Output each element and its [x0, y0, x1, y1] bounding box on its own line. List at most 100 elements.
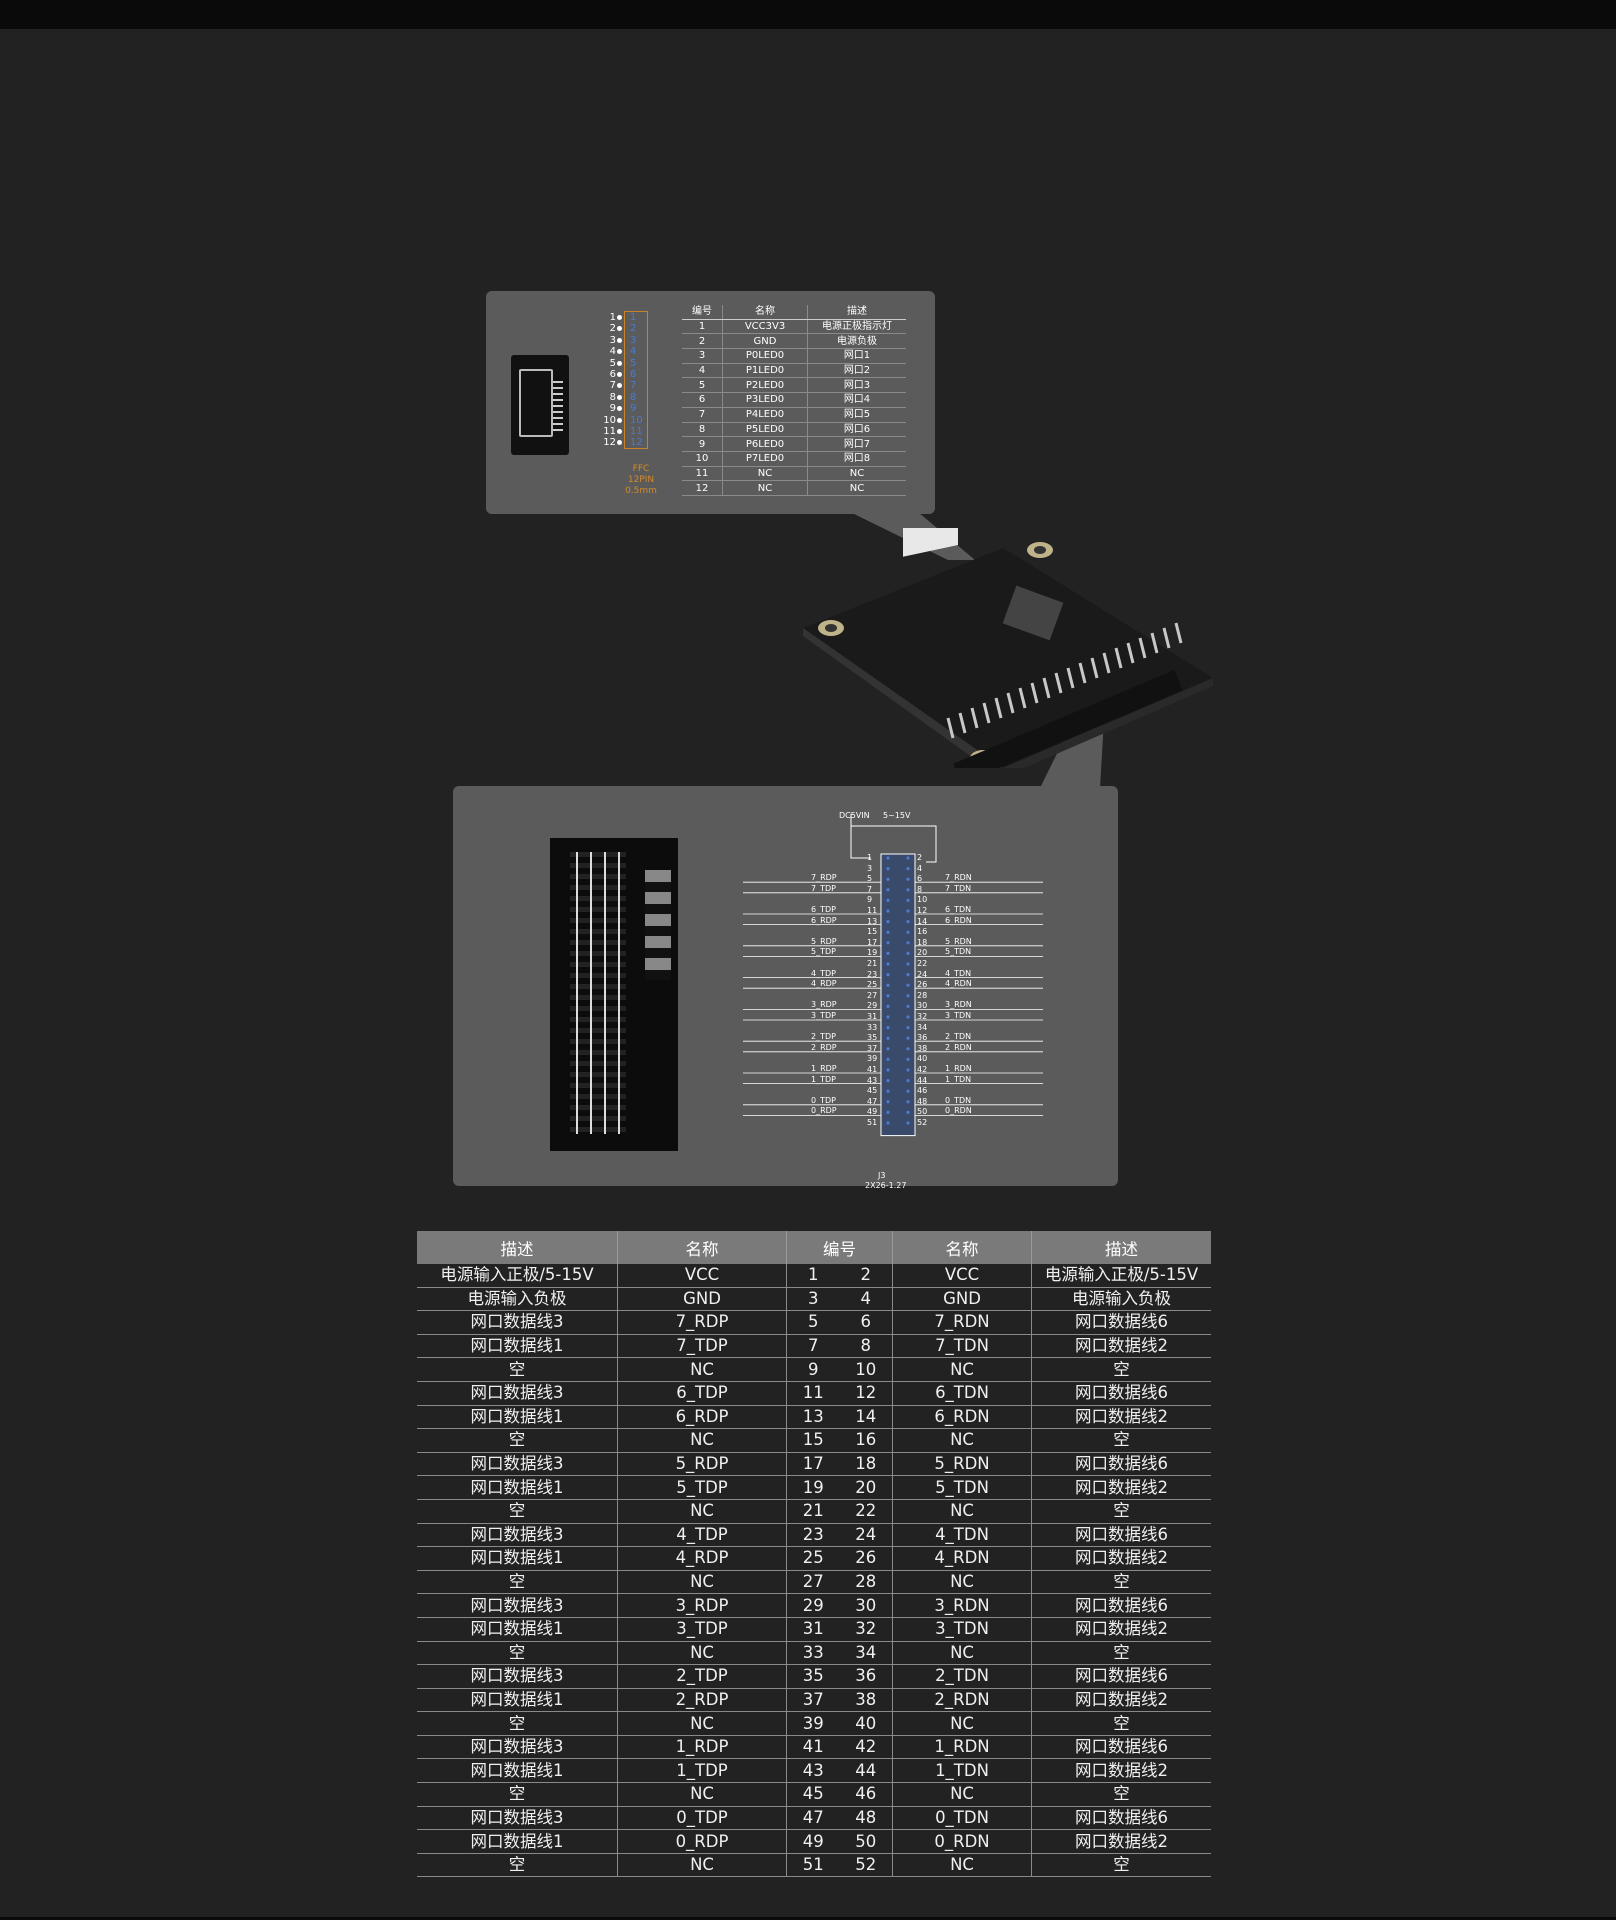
connector-pin — [906, 1068, 910, 1072]
ffc-pin-number-blue: 6 — [630, 369, 637, 380]
cell-pin-odd: 29 — [786, 1593, 840, 1618]
cell-desc-left: 空 — [417, 1570, 618, 1595]
cell-name-right: 5_RDN — [892, 1452, 1032, 1477]
cell-desc-left: 电源输入正极/5-15V — [417, 1264, 618, 1288]
even-pin-number: 18 — [917, 937, 928, 947]
cell-name-right: NC — [892, 1357, 1032, 1382]
ffc-cell-desc: NC — [807, 480, 906, 496]
cell-pin-even: 20 — [839, 1475, 893, 1500]
signal-label-left: 3_RDP — [811, 1000, 837, 1010]
cell-name-right: 1_RDN — [892, 1735, 1032, 1760]
even-pin-number: 46 — [917, 1086, 928, 1096]
connector-pin — [886, 941, 890, 945]
cell-pin-odd: 33 — [786, 1641, 840, 1666]
cell-pin-odd: 27 — [786, 1570, 840, 1595]
cell-desc-right: 网口数据线6 — [1031, 1310, 1211, 1335]
even-pin-number: 42 — [917, 1065, 928, 1074]
connector-pin — [906, 1089, 910, 1093]
power-label: DC5VIN — [839, 811, 870, 820]
cell-pin-even: 12 — [839, 1381, 893, 1406]
cell-desc-right: 网口数据线6 — [1031, 1452, 1211, 1477]
cell-name-right: 3_TDN — [892, 1617, 1032, 1642]
cell-pin-even: 36 — [839, 1664, 893, 1689]
col-desc-right: 描述 — [1031, 1231, 1211, 1264]
cell-name-left: 7_TDP — [617, 1334, 787, 1359]
ffc-cell-desc: 网口2 — [807, 363, 906, 379]
even-pin-number: 52 — [917, 1118, 928, 1127]
cell-pin-odd: 35 — [786, 1664, 840, 1689]
ffc-cell-desc: 网口1 — [807, 348, 906, 364]
cell-name-right: 7_TDN — [892, 1334, 1032, 1359]
cell-name-left: NC — [617, 1853, 787, 1878]
cell-desc-right: 网口数据线2 — [1031, 1546, 1211, 1571]
cell-name-right: NC — [892, 1641, 1032, 1666]
cell-desc-left: 网口数据线1 — [417, 1475, 618, 1500]
odd-pin-number: 21 — [867, 959, 878, 968]
ffc-cell-name: P1LED0 — [722, 363, 808, 379]
cell-pin-even: 42 — [839, 1735, 893, 1760]
odd-pin-number: 19 — [867, 948, 878, 958]
cell-pin-odd: 43 — [786, 1758, 840, 1784]
odd-pin-number: 45 — [867, 1086, 878, 1096]
ffc-pin-number-blue: 4 — [630, 346, 637, 358]
connector-pin — [906, 920, 910, 924]
pinout-table-header: 描述 名称 编号 名称 描述 — [417, 1231, 1211, 1264]
signal-label-right: 5_RDN — [945, 936, 972, 946]
ffc-outline — [624, 311, 648, 449]
cell-pin-odd: 17 — [786, 1452, 840, 1477]
cell-pin-even: 44 — [839, 1758, 893, 1784]
cell-name-right: 4_RDN — [892, 1546, 1032, 1571]
connector-pin — [906, 951, 910, 955]
connector-ref: J3 — [878, 1171, 886, 1180]
cell-name-right: 5_TDN — [892, 1475, 1032, 1500]
signal-label-right: 4_RDN — [945, 979, 972, 989]
connector-pin — [906, 1026, 910, 1030]
cell-desc-right: 网口数据线2 — [1031, 1688, 1211, 1713]
cell-name-right: 7_RDN — [892, 1310, 1032, 1335]
cell-desc-right: 空 — [1031, 1641, 1211, 1666]
cell-desc-right: 网口数据线2 — [1031, 1758, 1211, 1784]
cell-name-left: VCC — [617, 1264, 787, 1288]
cell-desc-right: 网口数据线2 — [1031, 1475, 1211, 1500]
cell-desc-left: 网口数据线3 — [417, 1523, 618, 1548]
cell-pin-odd: 19 — [786, 1475, 840, 1500]
signal-label-left: 4_TDP — [811, 968, 836, 978]
connector-pin — [906, 1047, 910, 1051]
pcb-board-image — [803, 528, 1213, 768]
cell-pin-odd: 3 — [786, 1287, 840, 1312]
cell-pin-even: 2 — [839, 1264, 893, 1288]
ffc-label-line: FFC — [632, 464, 650, 474]
ffc-pin-number-blue: 5 — [630, 357, 637, 369]
even-pin-number: 8 — [917, 884, 923, 894]
connector-pin — [906, 1015, 910, 1019]
even-pin-number: 30 — [917, 1001, 928, 1011]
cell-name-left: NC — [617, 1499, 787, 1524]
odd-pin-number: 39 — [867, 1054, 878, 1064]
connector-pin — [886, 867, 890, 871]
cell-pin-odd: 21 — [786, 1499, 840, 1524]
cell-name-right: 0_RDN — [892, 1829, 1032, 1854]
signal-label-left: 7_RDP — [811, 873, 837, 883]
connector-pin — [906, 856, 910, 860]
ffc-cell-desc: 网口3 — [807, 377, 906, 394]
ffc-col-number: 编号 — [682, 305, 723, 320]
cell-desc-left: 网口数据线1 — [417, 1334, 618, 1359]
cell-desc-right: 网口数据线6 — [1031, 1523, 1211, 1548]
cell-name-right: NC — [892, 1428, 1032, 1453]
ffc-pin-number-blue: 10 — [630, 414, 643, 426]
odd-pin-number: 29 — [867, 1001, 878, 1011]
